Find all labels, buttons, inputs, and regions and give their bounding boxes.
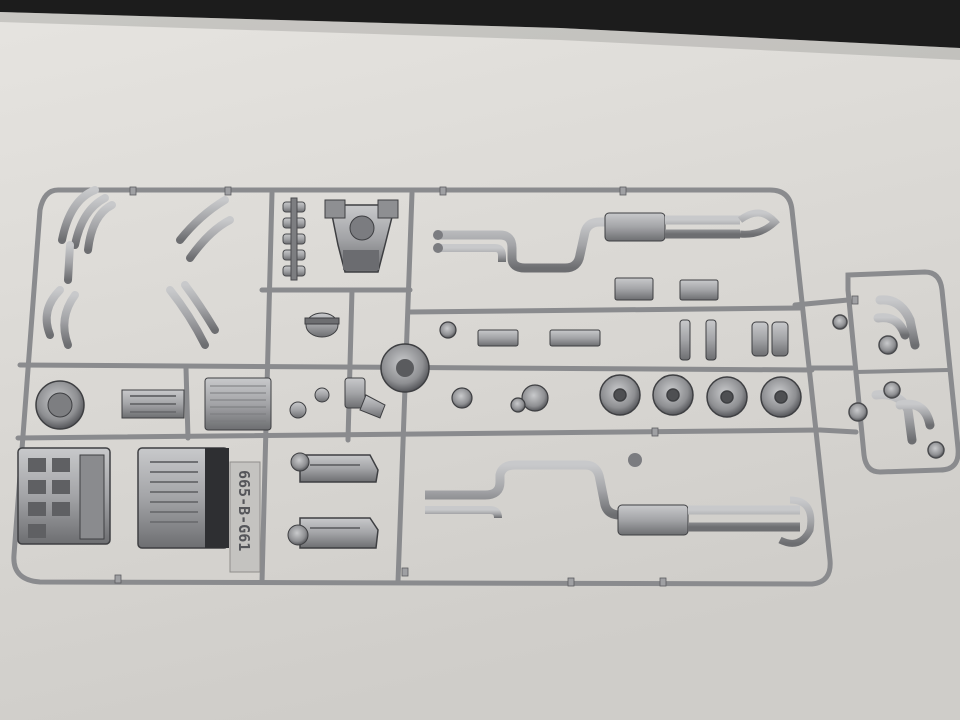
exhaust-system-bottom [425,453,815,547]
shock-absorbers [679,319,789,361]
valve-train-parts [282,197,306,281]
bracket-plates [477,277,719,347]
exhaust-system-top [433,209,780,273]
flywheel [380,343,430,393]
side-sprue [832,269,960,475]
exhaust-headers [42,186,234,349]
sprue-code-label: 665-B-G61 [235,470,253,551]
sprue-code-tag: 665-B-G61 [229,461,261,573]
pulley-parts [439,321,549,413]
transmission-halves [287,452,379,549]
air-cleaner [35,380,85,430]
oil-pan [121,377,272,431]
sprue-frame [11,187,859,587]
gate-nubs [114,186,859,587]
engine-block-halves [17,447,229,549]
intake-manifold [324,199,399,273]
small-linkage-parts [289,312,386,419]
brake-rotors [599,374,802,418]
